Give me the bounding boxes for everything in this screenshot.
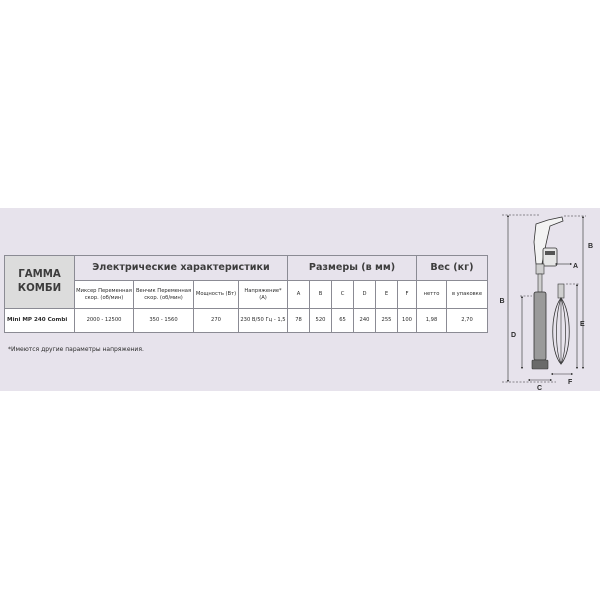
header-dim-b: B [309,280,332,309]
header-dim-d: D [353,280,376,309]
cell-power: 270 [193,308,239,333]
header-weight-net: нетто [416,280,447,309]
group-title: ГАММА КОМБИ [4,255,75,309]
section-dimensions: Размеры (в мм) [287,255,417,281]
header-mixer-speed: Миксер Переменная скор. (об/мин) [74,280,134,309]
cell-dim-e: 255 [375,308,398,333]
header-power: Мощность (Вт) [193,280,239,309]
cell-dim-d: 240 [353,308,376,333]
cell-dim-a: 78 [287,308,310,333]
cell-dim-b: 520 [309,308,332,333]
cell-whisk-speed: 350 - 1560 [133,308,194,333]
dimension-diagram: B D A B E F C [500,214,593,390]
cell-dim-c: 65 [331,308,354,333]
dim-label-b-right: B [588,243,593,250]
header-whisk-speed: Венчик Переменная скор. (об/мин) [133,280,194,309]
cell-voltage: 230 В/50 Гц - 1,5 [238,308,288,333]
table-row: Mini MP 240 Combi 2000 - 12500 350 - 156… [4,308,488,333]
cell-dim-f: 100 [397,308,417,333]
section-weight: Вес (кг) [416,255,488,281]
spec-table: ГАММА КОМБИ Электрические характеристики… [4,255,488,333]
header-dim-e: E [375,280,398,309]
header-voltage: Напряжение* (А) [238,280,288,309]
section-electrical: Электрические характеристики [74,255,288,281]
cell-weight-net: 1,98 [416,308,447,333]
header-dim-c: C [331,280,354,309]
dimension-lines [502,214,586,383]
footnote: *Имеются другие параметры напряжения. [8,346,144,353]
header-dim-f: F [397,280,417,309]
dim-label-b-left: B [500,298,505,305]
dim-label-c: C [537,385,542,390]
cell-mixer-speed: 2000 - 12500 [74,308,134,333]
cell-model: Mini MP 240 Combi [4,308,75,333]
dim-label-d: D [511,332,516,339]
cell-weight-packed: 2,70 [446,308,488,333]
header-dim-a: A [287,280,310,309]
dim-label-e: E [580,321,585,328]
dim-label-f: F [568,379,573,386]
dim-label-a: A [573,263,578,270]
header-weight-packed: в упаковке [446,280,488,309]
blender-illustration [531,216,570,370]
